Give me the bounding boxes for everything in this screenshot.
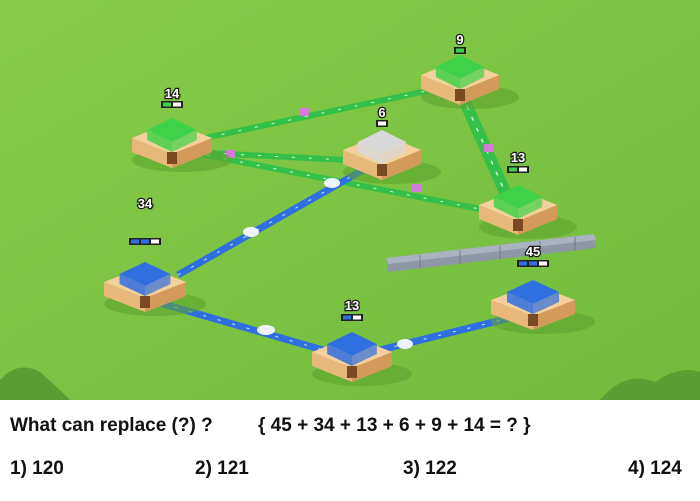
tower-count-label: 13 xyxy=(345,298,359,313)
tower-level-pip xyxy=(539,261,547,266)
tower-level-pip xyxy=(456,48,464,53)
game-map: 14 9 6 13 34 45 13 xyxy=(0,0,700,400)
tower-level-bar xyxy=(341,314,363,321)
green-tower-13[interactable]: 13 xyxy=(479,149,577,239)
option-2[interactable]: 2) 121 xyxy=(195,458,249,479)
question-prompt: What can replace (?) ? xyxy=(10,415,213,436)
question-formula: { 45 + 34 + 13 + 6 + 9 + 14 = ? } xyxy=(258,415,531,436)
option-4[interactable]: 4) 124 xyxy=(628,458,682,479)
towers-layer: 14 9 6 13 34 45 13 xyxy=(104,31,595,386)
green-tower-14[interactable]: 14 xyxy=(132,85,232,172)
tower-level-pip xyxy=(141,239,149,244)
tower-level-pip xyxy=(378,121,386,126)
tower-level-pip xyxy=(163,102,171,107)
hill-right xyxy=(600,369,700,400)
blue-tower-45[interactable]: 45 xyxy=(491,243,595,334)
tower-count-label: 13 xyxy=(511,150,525,165)
tower-level-pip xyxy=(343,315,351,320)
option-1[interactable]: 1) 120 xyxy=(10,458,64,479)
tower-level-pip xyxy=(131,239,139,244)
neutral-tower-6[interactable]: 6 xyxy=(343,104,441,184)
blue-tower-34[interactable]: 34 xyxy=(104,195,206,316)
tower-level-pip xyxy=(509,167,517,172)
tower-level-pip xyxy=(519,261,527,266)
option-3[interactable]: 3) 122 xyxy=(403,458,457,479)
tower-level-bar xyxy=(507,166,529,173)
tower-level-pip xyxy=(173,102,181,107)
stone-wall xyxy=(386,234,596,272)
game-scene: 14 9 6 13 34 45 13 xyxy=(0,0,700,400)
tower-count-label: 9 xyxy=(456,32,463,47)
tower-level-bar xyxy=(161,101,183,108)
tower-level-pip xyxy=(353,315,361,320)
tower-count-label: 14 xyxy=(165,86,180,101)
tower-count-label: 34 xyxy=(138,196,153,211)
tower-level-pip xyxy=(519,167,527,172)
blue-tower-13[interactable]: 13 xyxy=(312,297,412,386)
tower-count-label: 6 xyxy=(378,105,385,120)
tower-count-label: 45 xyxy=(526,244,540,259)
hill-left xyxy=(0,367,70,400)
tower-level-pip xyxy=(151,239,159,244)
tower-level-pip xyxy=(529,261,537,266)
green-tower-9[interactable]: 9 xyxy=(421,31,519,109)
